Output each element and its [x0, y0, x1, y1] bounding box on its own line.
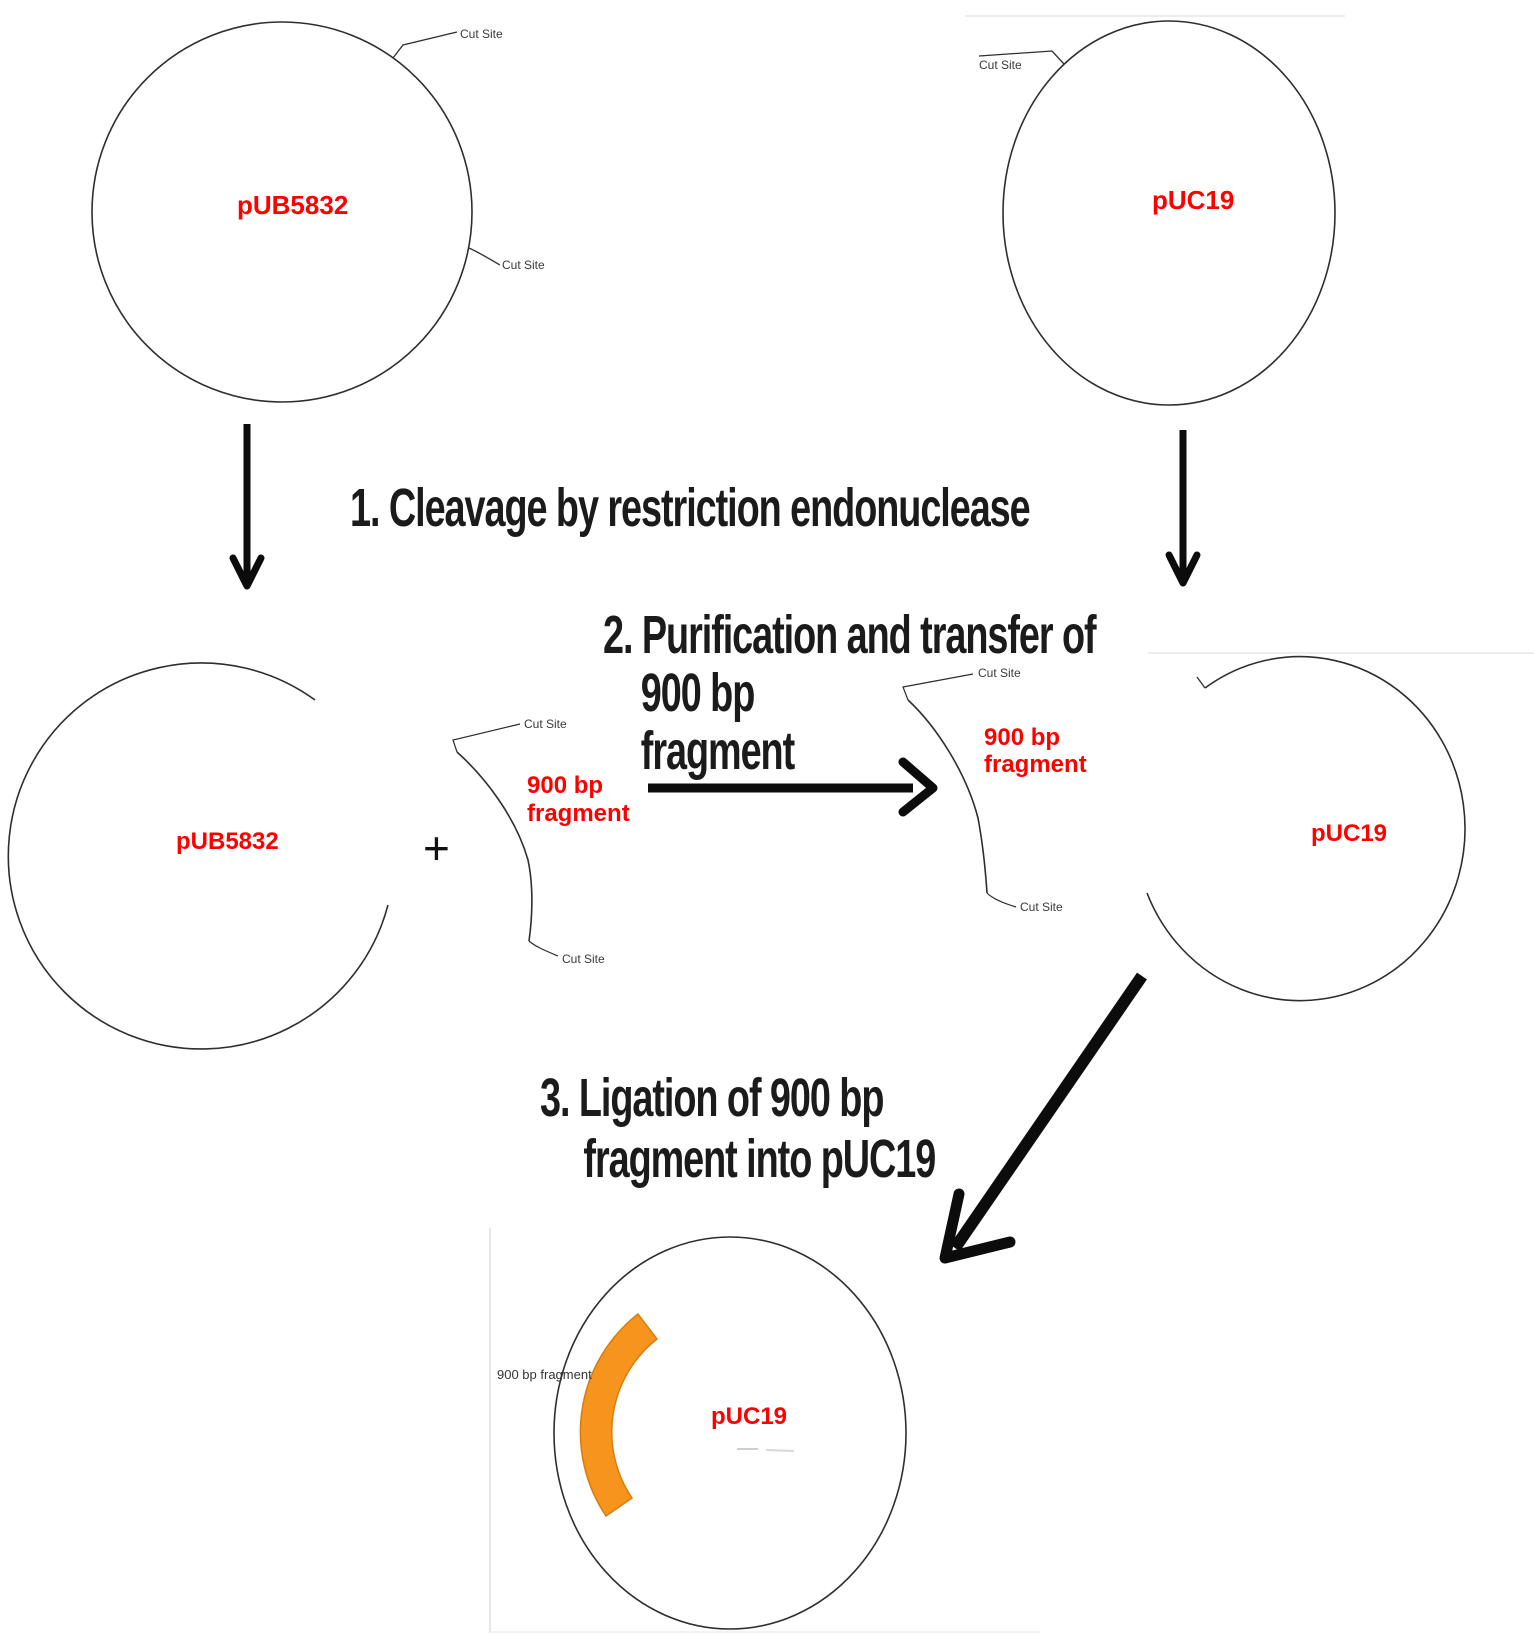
plasmid-name-puc19-recombinant: pUC19	[711, 1403, 788, 1430]
down-arrow-left-head	[229, 554, 265, 590]
inserted-fragment-band	[579, 1312, 659, 1518]
plasmid-gap-tick	[1196, 676, 1206, 689]
step-3-heading: 3. Ligation of 900 bp fragment into pUC1…	[540, 1068, 936, 1190]
plasmid-name-pub5832-top: pUB5832	[237, 190, 349, 220]
step-1-heading: 1. Cleavage by restriction endonuclease	[350, 478, 1031, 538]
cut-site-leader-line	[528, 940, 559, 957]
cut-site-leader-line	[392, 31, 458, 59]
step-3-line1: 3. Ligation of 900 bp	[540, 1068, 884, 1128]
plasmid-name-pub5832-cut: pUB5832	[176, 828, 279, 855]
cut-site-leader-line	[468, 247, 501, 266]
cut-site-leader-line	[902, 673, 974, 701]
down-arrow-right-head	[1165, 551, 1201, 587]
fragment-arc-middle	[456, 751, 533, 942]
fragment-label-line2: fragment	[527, 800, 630, 827]
plasmid-circle-puc19-top	[1002, 20, 1336, 406]
cut-site-leader-line	[986, 892, 1017, 908]
transfer-arrow-head	[898, 757, 938, 817]
cut-site-label: Cut Site	[978, 666, 1021, 680]
step-2-line2: 900 bp	[640, 663, 756, 723]
erased-text-remnant	[765, 1449, 795, 1452]
plasmid-name-puc19-top: pUC19	[1152, 185, 1235, 215]
plasmid-circle-puc19-recombinant	[553, 1236, 907, 1630]
step-2-heading: 2. Purification and transfer of 900 bp f…	[603, 605, 1097, 781]
plus-operator: +	[423, 822, 450, 874]
step-2-line1: 2. Purification and transfer of	[603, 605, 1097, 665]
fragment-label-right: 900 bp fragment	[984, 724, 1087, 778]
ligation-arrow-stem	[950, 972, 1147, 1252]
cut-site-label: Cut Site	[979, 58, 1022, 72]
cut-site-label: Cut Site	[1020, 900, 1063, 914]
fragment-label-middle: 900 bp fragment	[527, 772, 630, 828]
cut-site-leader-line	[452, 723, 521, 753]
step-3-line2: fragment into pUC19	[583, 1129, 936, 1189]
cut-site-label: Cut Site	[460, 27, 503, 41]
plasmid-circle-puc19-cut	[1146, 655, 1466, 1002]
cut-site-label: Cut Site	[524, 717, 567, 731]
ligation-arrow-head	[939, 1188, 1016, 1264]
inserted-fragment-annotation: 900 bp fragment	[497, 1367, 592, 1382]
cut-site-label: Cut Site	[562, 952, 605, 966]
fragment-label-line1: 900 bp	[984, 724, 1061, 751]
step-2-line3: fragment	[640, 721, 795, 781]
cut-site-leader-line	[978, 50, 1065, 65]
plasmid-circle-pub5832-top	[91, 21, 473, 403]
fragment-label-line1: 900 bp	[527, 772, 604, 799]
cut-site-label: Cut Site	[502, 258, 545, 272]
fragment-label-line2: fragment	[984, 751, 1087, 778]
plasmid-name-puc19-cut: pUC19	[1311, 820, 1388, 847]
fragment-arc-right	[907, 699, 988, 894]
plasmid-circle-pub5832-cut	[7, 662, 389, 1050]
